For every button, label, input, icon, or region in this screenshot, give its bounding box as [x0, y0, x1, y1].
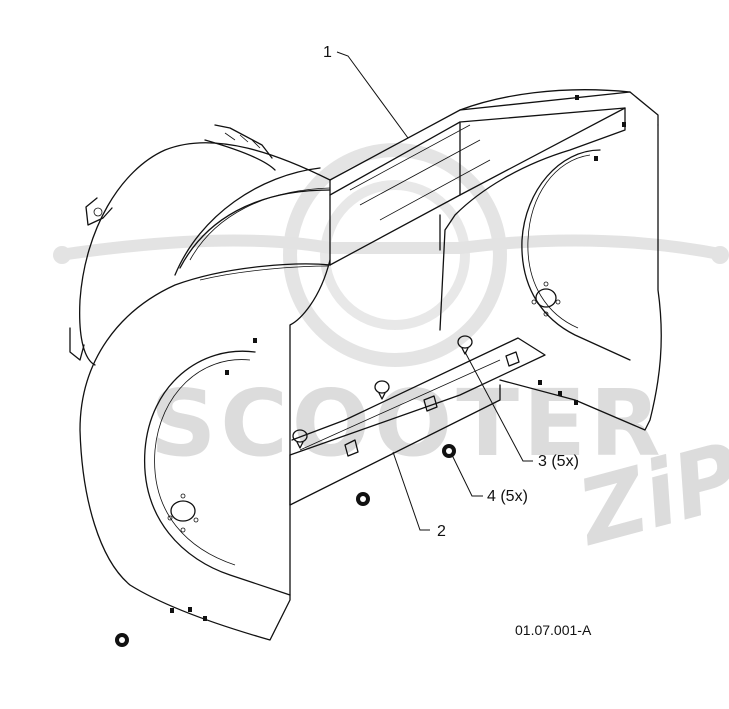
- auger-housing: [69, 89, 662, 647]
- leader-lines: [336, 51, 533, 531]
- callout-4-label: 4 (5x): [487, 488, 528, 505]
- callout-1-label: 1: [323, 44, 332, 61]
- reference-code: 01.07.001-A: [515, 622, 592, 638]
- carriage-bolts: [292, 335, 473, 449]
- callout-3-label: 3 (5x): [538, 453, 579, 470]
- callout-2-label: 2: [437, 523, 446, 540]
- watermark-brand: SCOOTER: [150, 370, 665, 477]
- watermark-emblem-icon: [53, 143, 729, 367]
- wear-plate-slots: [344, 351, 520, 457]
- hex-nuts: [115, 444, 456, 647]
